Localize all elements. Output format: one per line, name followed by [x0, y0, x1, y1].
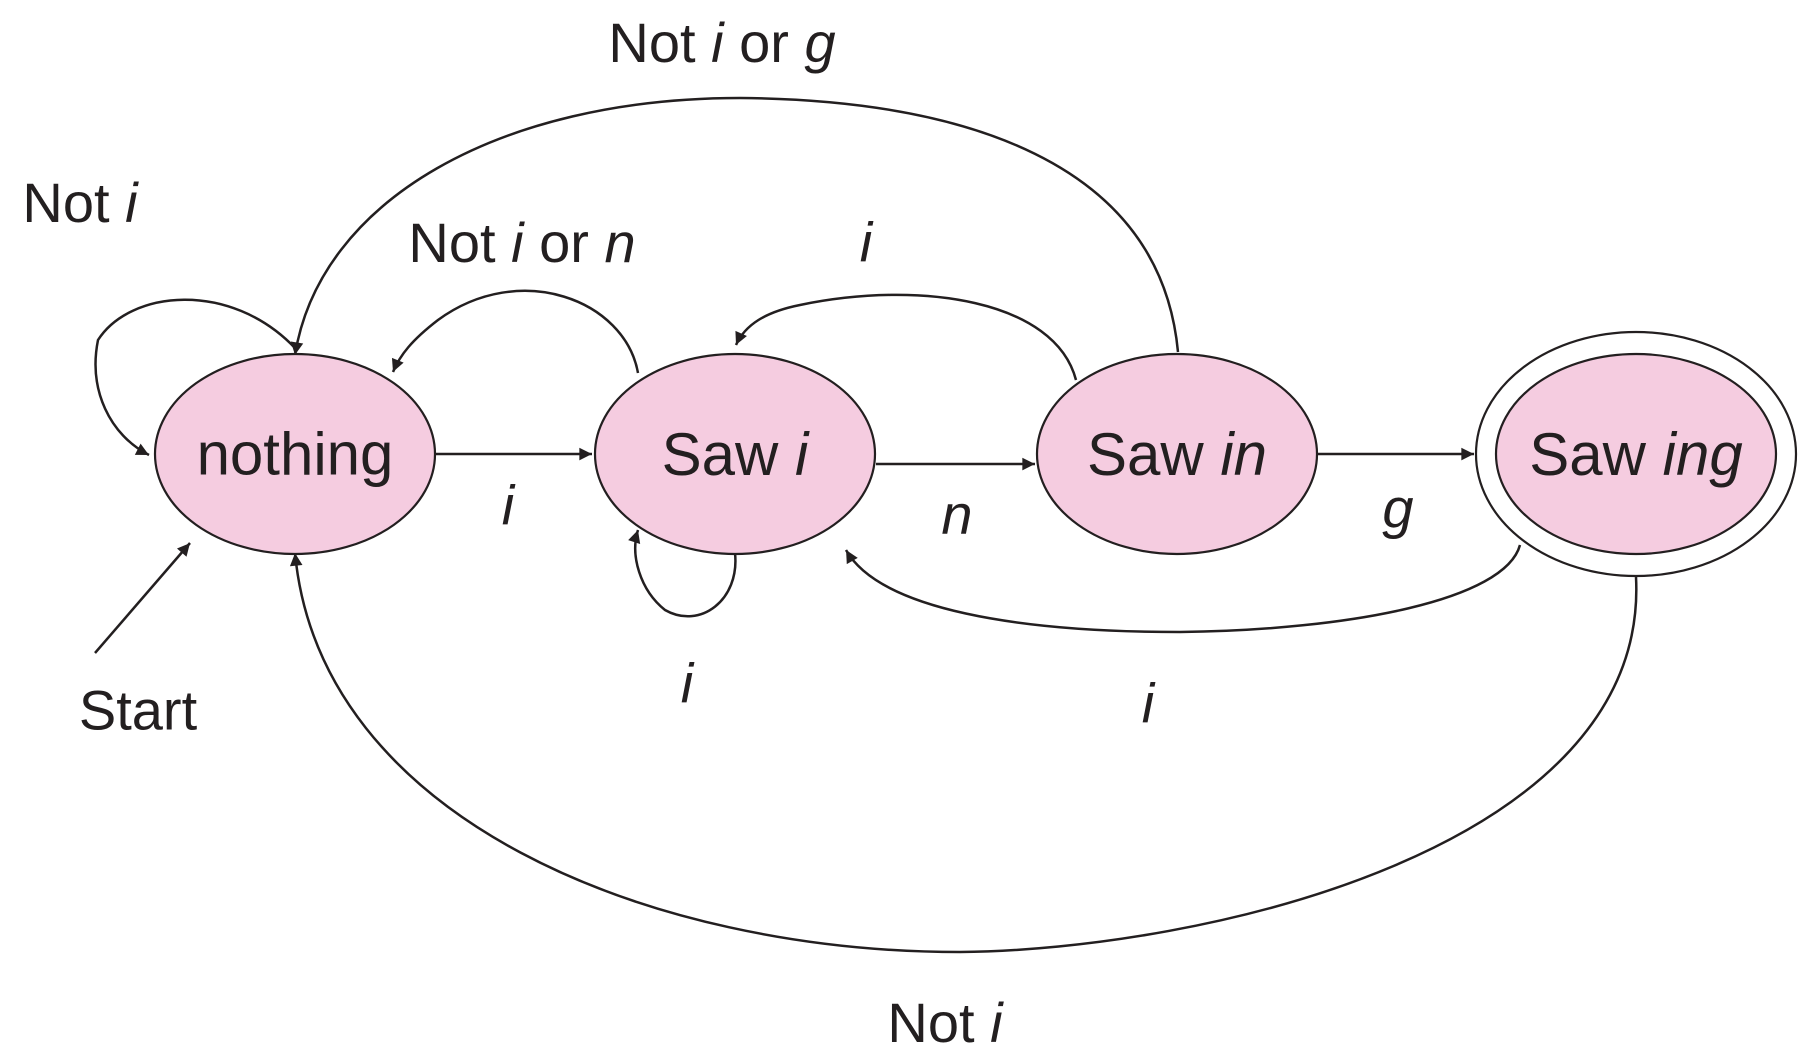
label-saw-in-to-saw-ing: g: [1382, 477, 1413, 540]
label-saw-in-to-nothing-not: Not: [608, 11, 711, 74]
label-saw-i-to-nothing-not: Not: [408, 211, 511, 274]
edge-saw-i-to-nothing: [391, 289, 640, 374]
state-saw-i-symbol: i: [795, 421, 810, 488]
state-nothing-label: nothing: [197, 421, 394, 488]
state-saw-ing-prefix: Saw: [1529, 421, 1662, 488]
label-nothing-self-loop: Not i: [22, 171, 139, 234]
label-saw-ing-to-saw-i: i: [1142, 672, 1156, 735]
state-saw-in-prefix: Saw: [1087, 421, 1220, 488]
start-label: Start: [79, 679, 198, 742]
state-saw-i-prefix: Saw: [662, 421, 795, 488]
label-saw-ing-to-nothing-symbol: i: [990, 991, 1004, 1054]
state-saw-ing-label: Saw ing: [1529, 421, 1742, 488]
label-saw-in-to-nothing: Not i or g: [608, 11, 835, 74]
edge-nothing-self-loop: [94, 298, 296, 457]
state-saw-i: Saw i: [593, 352, 877, 556]
start-arrow: [94, 542, 191, 654]
state-nothing-ellipse: [153, 352, 437, 556]
label-saw-i-to-nothing-sym1: i: [511, 211, 525, 274]
label-nothing-self-loop-symbol: i: [125, 171, 139, 234]
state-saw-in-label: Saw in: [1087, 421, 1267, 488]
edge-saw-i-self-loop: [628, 529, 737, 618]
label-saw-in-to-nothing-sym1: i: [711, 11, 725, 74]
edge-saw-in-to-saw-i: [734, 293, 1078, 381]
state-saw-in-ellipse: [1035, 352, 1319, 556]
label-saw-i-to-nothing: Not i or n: [408, 211, 635, 274]
label-saw-i-to-nothing-or: or: [524, 211, 605, 274]
state-saw-in: Saw in: [1035, 352, 1319, 556]
label-saw-i-to-saw-in: n: [941, 483, 972, 546]
label-nothing-self-loop-not: Not: [22, 171, 125, 234]
label-saw-in-to-saw-i: i: [860, 211, 874, 274]
state-saw-ing-symbol: ing: [1663, 421, 1743, 488]
edge-saw-in-to-nothing: [290, 96, 1180, 356]
label-saw-i-self-loop: i: [681, 652, 695, 715]
label-saw-ing-to-nothing-not: Not: [887, 991, 990, 1054]
label-saw-in-to-nothing-or: or: [724, 11, 805, 74]
label-nothing-to-saw-i: i: [502, 474, 516, 537]
label-saw-i-to-nothing-sym2: n: [604, 211, 635, 274]
edge-saw-ing-to-saw-i: [844, 544, 1522, 634]
state-saw-i-ellipse: [593, 352, 877, 556]
label-saw-ing-to-nothing: Not i: [887, 991, 1004, 1054]
state-saw-i-label: Saw i: [662, 421, 810, 488]
state-saw-ing: Saw ing: [1474, 330, 1798, 578]
state-saw-in-symbol: in: [1220, 421, 1267, 488]
edge-saw-ing-to-nothing: [289, 552, 1638, 954]
label-saw-in-to-nothing-sym2: g: [804, 11, 835, 74]
state-nothing: nothing: [153, 352, 437, 556]
state-saw-ing-ellipse: [1494, 352, 1778, 556]
